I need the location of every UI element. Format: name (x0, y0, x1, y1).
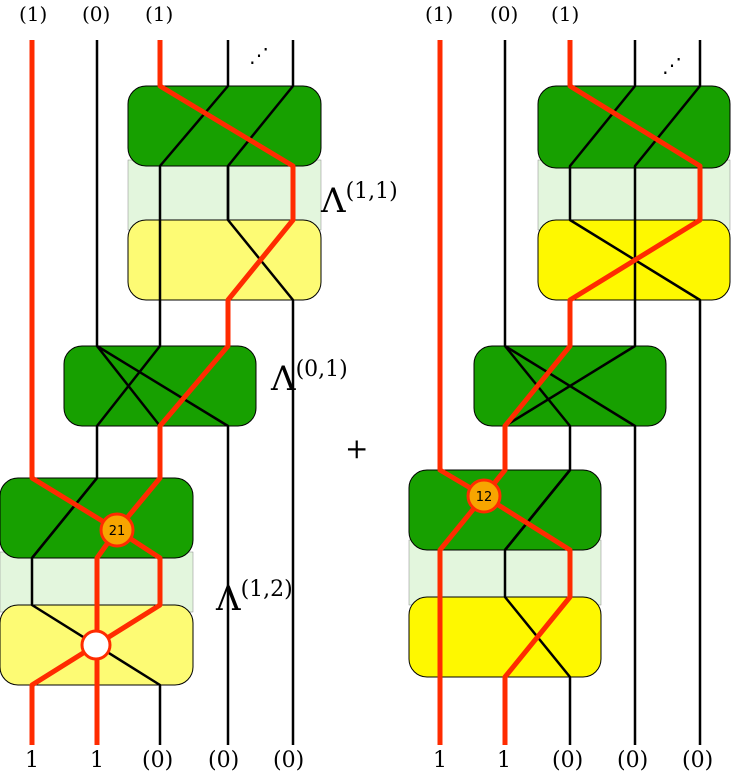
vertex-12-label: 12 (476, 490, 493, 505)
r-red-line-b (437, 40, 703, 745)
right-top-label-2: (0) (490, 2, 518, 26)
right-bottom-label-1: 1 (433, 748, 447, 773)
right-bottom-label-2: 1 (497, 748, 511, 773)
left-bottom-label-4: (0) (208, 748, 239, 773)
left-bottom-label-1: 1 (25, 748, 39, 773)
right-bottom-label-5: (0) (682, 748, 713, 773)
r-red-lines (437, 40, 703, 745)
left-top-label-2: (0) (82, 2, 110, 26)
r-red-line-a (437, 40, 573, 745)
plus-operator: + (345, 432, 368, 465)
green-box-middle (63, 345, 257, 427)
lambda-1-1: Λ(1,1) (320, 179, 398, 221)
left-ellipsis: ⋰ (249, 43, 269, 67)
white-vertex (80, 629, 112, 661)
black-line-lower2 (31, 477, 98, 559)
left-bottom-label-3: (0) (142, 748, 173, 773)
right-top-label-1: (1) (425, 2, 453, 26)
r-black-line-2 (568, 40, 702, 745)
vertex-12: 12 (466, 478, 502, 514)
red-line-a (29, 40, 163, 745)
left-bottom-label-2: 1 (90, 748, 104, 773)
left-top-label-3: (1) (145, 2, 173, 26)
left-diagram: 21 (1) (0) (1) ⋰ Λ(1,1) Λ(0,1) Λ(1,2) 1 … (0, 2, 398, 773)
right-top-label-3: (1) (551, 2, 579, 26)
left-bottom-label-5: (0) (273, 748, 304, 773)
right-ellipsis: ⋰ (662, 53, 682, 77)
right-bottom-label-3: (0) (552, 748, 583, 773)
left-top-label-1: (1) (19, 2, 47, 26)
r-black-line-7 (504, 469, 571, 551)
right-bottom-label-4: (0) (617, 748, 648, 773)
black-line-mid (96, 344, 230, 745)
right-diagram: 12 (1) (0) (1) ⋰ 1 1 (0) (0) (0) (408, 2, 731, 773)
vertex-21-label: 21 (109, 524, 126, 539)
vertex-21: 21 (99, 512, 135, 548)
lambda-1-2: Λ(1,2) (215, 577, 293, 619)
lambda-0-1: Λ(0,1) (270, 357, 348, 399)
yellow-box-upper (127, 219, 322, 301)
